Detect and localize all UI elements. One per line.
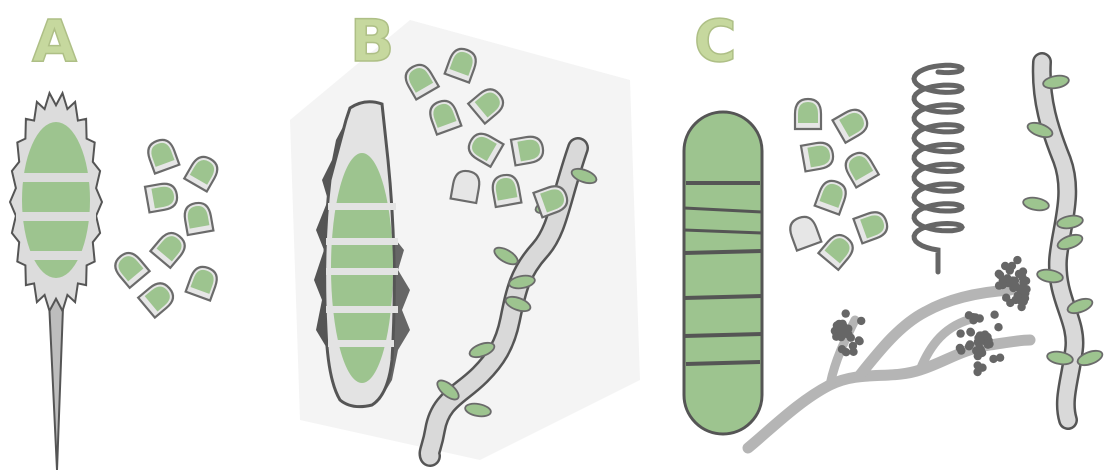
particle-dot bbox=[1009, 276, 1017, 284]
panel-b-band bbox=[326, 306, 398, 313]
particle-dot bbox=[995, 270, 1003, 278]
particle-dot bbox=[966, 340, 974, 348]
panel-c bbox=[684, 62, 1104, 448]
particle-dot bbox=[984, 341, 992, 349]
spore bbox=[818, 230, 857, 270]
panel-c-green-cell bbox=[684, 112, 762, 434]
panel-label-c: C bbox=[694, 12, 737, 70]
particle-dot bbox=[977, 346, 985, 354]
particle-dot bbox=[855, 337, 863, 345]
spore bbox=[795, 99, 821, 129]
particle-dot bbox=[989, 355, 997, 363]
spore bbox=[815, 177, 850, 214]
particle-dot bbox=[974, 338, 982, 346]
panel-label-a: A bbox=[32, 12, 77, 70]
panel-c-branching-filament bbox=[748, 340, 1030, 448]
particle-dot bbox=[857, 317, 865, 325]
spore bbox=[138, 278, 178, 317]
particle-dot bbox=[965, 311, 973, 319]
panel-b-band bbox=[326, 238, 398, 245]
particle-dot bbox=[990, 311, 998, 319]
panel-b-band bbox=[328, 203, 396, 210]
particle-dot bbox=[994, 323, 1002, 331]
spore bbox=[183, 201, 214, 235]
panel-b-band bbox=[328, 340, 394, 347]
panel-c-band bbox=[684, 296, 762, 298]
spore bbox=[801, 141, 835, 172]
particle-dot bbox=[1001, 262, 1009, 270]
particle-dot bbox=[839, 327, 847, 335]
particle-dot bbox=[956, 344, 964, 352]
particle-dot bbox=[956, 329, 964, 337]
spore bbox=[150, 228, 189, 268]
panel-c-helical-coil bbox=[914, 65, 962, 272]
spore bbox=[186, 263, 221, 300]
spore bbox=[841, 149, 879, 188]
panel-c-band bbox=[684, 334, 762, 336]
spore bbox=[184, 153, 222, 192]
spore bbox=[787, 213, 822, 250]
panel-label-b: B bbox=[350, 12, 394, 70]
filament-attachment bbox=[1022, 196, 1050, 212]
particle-dot bbox=[966, 328, 974, 336]
particle-dot bbox=[1020, 297, 1028, 305]
panel-c-band bbox=[684, 251, 762, 253]
spore bbox=[110, 248, 149, 288]
panel-a bbox=[10, 93, 222, 470]
panel-b-band bbox=[326, 268, 398, 275]
spore bbox=[145, 182, 179, 213]
panel-c-spore-cluster bbox=[787, 99, 891, 270]
panel-a-band bbox=[16, 212, 96, 221]
spore bbox=[145, 136, 180, 173]
particle-dot bbox=[1019, 274, 1027, 282]
panel-a-band bbox=[20, 251, 92, 260]
panel-a-spore-cluster bbox=[110, 136, 221, 317]
particle-dot bbox=[1013, 256, 1021, 264]
particle-dot bbox=[1006, 299, 1014, 307]
spore bbox=[833, 105, 872, 143]
spore bbox=[853, 209, 890, 244]
panel-c-band bbox=[686, 362, 760, 364]
particle-dot bbox=[842, 309, 850, 317]
panel-c-particle-clusters bbox=[831, 256, 1031, 376]
particle-dot bbox=[978, 364, 986, 372]
particle-dot bbox=[842, 348, 850, 356]
panel-a-band bbox=[18, 173, 94, 182]
